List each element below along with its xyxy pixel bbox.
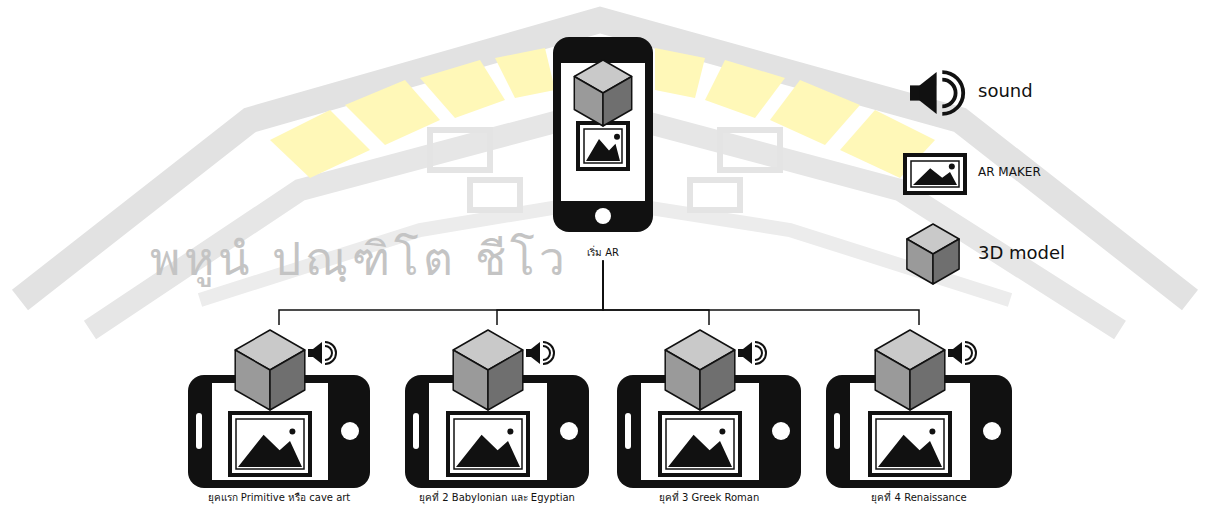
legend-text: sound: [978, 80, 1033, 101]
ar-marker: [878, 435, 942, 467]
ar-marker: [913, 168, 957, 185]
phone-illustration: [186, 325, 372, 490]
ar-marker: [949, 163, 955, 169]
cube-model: [933, 239, 959, 284]
sound-icon: [942, 80, 955, 107]
ar-marker: [660, 413, 740, 475]
phone-illustration: [615, 325, 803, 490]
ar-marker: [911, 161, 959, 187]
sound-icon: [743, 342, 752, 364]
cube-model: [453, 350, 488, 410]
phone-illustration: [403, 325, 591, 490]
phone-node: ยุคที่ 4 Renaissance: [824, 325, 1014, 504]
sound-icon: [531, 342, 540, 364]
ar-marker: [289, 429, 295, 435]
cube-model: [700, 350, 735, 410]
phone-speaker: [834, 413, 840, 449]
cube-model: [665, 350, 700, 410]
ar-marker: [236, 419, 304, 469]
ar-marker: [876, 419, 944, 469]
sound-icon: [543, 342, 554, 364]
home-button: [560, 422, 578, 440]
ar-marker: [454, 419, 522, 469]
sound-icon: [920, 72, 937, 114]
cube-model: [235, 350, 270, 410]
sound-icon: [325, 346, 332, 360]
phone-caption: ยุคแรก Primitive หรือ cave art: [190, 492, 368, 504]
ar-marker: [507, 429, 513, 435]
tree-connector: [603, 261, 919, 326]
sound-icon: [755, 342, 766, 364]
ar-marker: [584, 129, 622, 163]
phone-node: เริ่ม AR: [548, 35, 658, 259]
ar-marker: [614, 134, 620, 140]
phone-speaker: [413, 413, 419, 449]
watermark-stripes: [270, 48, 935, 178]
sound-icon: [325, 342, 336, 364]
ar-marker: [578, 123, 628, 169]
phone-caption: ยุคที่ 3 Greek Roman: [619, 492, 799, 504]
cube-model: [907, 239, 933, 284]
phone-speaker: [196, 413, 202, 449]
phone-body: [553, 37, 653, 232]
ar-marker: [448, 413, 528, 475]
home-button: [983, 422, 1001, 440]
sound-icon: [953, 342, 962, 364]
watermark-band: [90, 110, 1120, 330]
ar-marker: [230, 413, 310, 475]
cube-model: [910, 350, 945, 410]
sound-icon: [965, 346, 972, 360]
sound-icon: [313, 342, 322, 364]
ar-marker: [666, 419, 734, 469]
phone-node: ยุคแรก Primitive หรือ cave art: [186, 325, 372, 504]
phone-node: ยุคที่ 3 Greek Roman: [615, 325, 803, 504]
caption-block: ยุคแรก Primitive หรือ cave art: [186, 492, 372, 504]
phone-illustration: [548, 35, 658, 245]
cube-model: [270, 350, 305, 410]
phone-illustration: [824, 325, 1014, 490]
sound-icon: [543, 346, 550, 360]
home-button: [341, 422, 359, 440]
ar-marker: [719, 429, 725, 435]
cube-model: [603, 77, 632, 127]
phone-speaker: [625, 413, 631, 449]
phone-caption: ยุคที่ 4 Renaissance: [828, 492, 1010, 504]
watermark-text: พหูนํ ปณฺฑิโต ชีโว: [150, 222, 569, 295]
ar-marker: [929, 429, 935, 435]
phone-node: ยุคที่ 2 Babylonian และ Egyptian: [403, 325, 591, 504]
ar-marker: [905, 155, 965, 193]
sound-icon: [965, 342, 976, 364]
cube-model: [488, 350, 523, 410]
caption-block: ยุคที่ 4 Renaissance: [824, 492, 1014, 504]
home-button: [595, 208, 611, 224]
tree-connector: [603, 261, 709, 326]
ar-marker: [668, 435, 732, 467]
cube-model: [574, 77, 603, 127]
cube-model: [875, 350, 910, 410]
watermark-band: [20, 20, 1190, 300]
ar-marker: [870, 413, 950, 475]
ar-marker: [238, 435, 302, 467]
legend-text: AR MAKER: [978, 165, 1041, 179]
legend-text: 3D model: [978, 242, 1065, 263]
ar-marker: [586, 139, 620, 161]
caption-block: ยุคที่ 3 Greek Roman: [615, 492, 803, 504]
sound-icon: [755, 346, 762, 360]
phone-caption: ยุคที่ 2 Babylonian และ Egyptian: [407, 492, 587, 504]
home-button: [772, 422, 790, 440]
sound-icon: [942, 72, 963, 114]
caption-block: ยุคที่ 2 Babylonian และ Egyptian: [403, 492, 591, 504]
ar-marker: [456, 435, 520, 467]
